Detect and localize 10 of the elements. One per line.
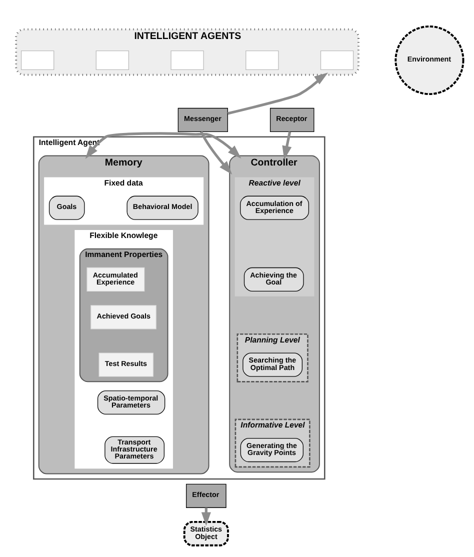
cluster: INTELLIGENT AGENTS (15, 28, 360, 76)
arrow (282, 131, 292, 160)
arrow (200, 130, 232, 174)
node-box (20, 50, 54, 70)
node-box (320, 50, 354, 70)
node-box (170, 50, 204, 70)
node-box (246, 50, 279, 70)
arrow (85, 132, 242, 158)
arrow (228, 72, 328, 114)
node-box (96, 50, 130, 70)
